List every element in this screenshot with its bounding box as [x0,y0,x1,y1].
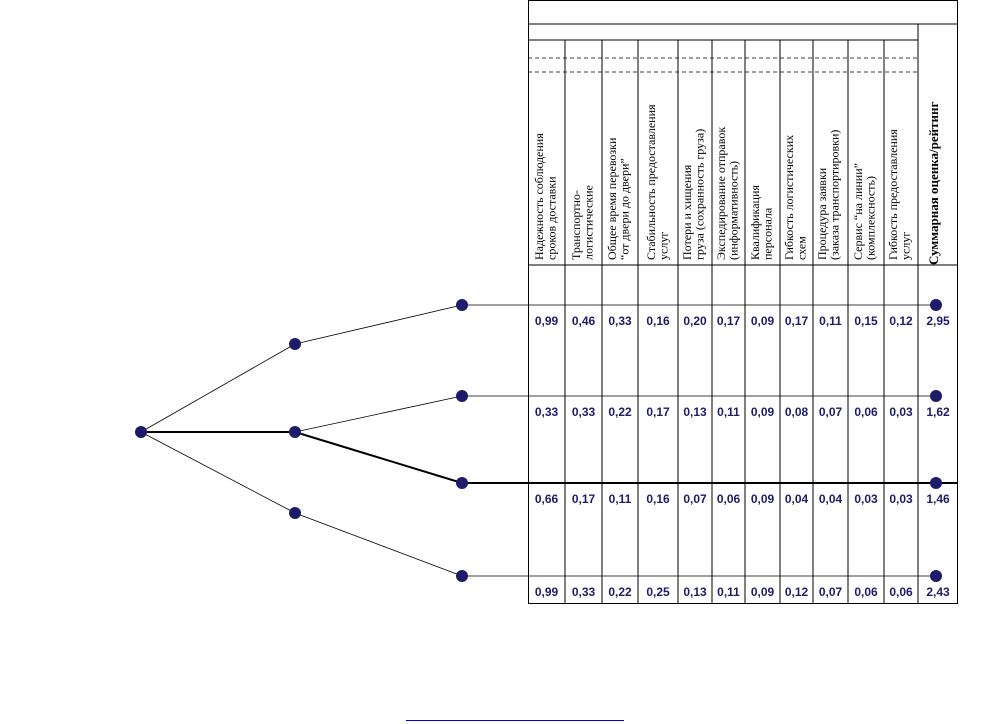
level1-node [289,507,301,519]
criterion-value: 0,99 [534,314,559,328]
result-node [930,390,942,402]
criterion-value: 0,33 [608,314,632,328]
leaf-node [456,570,468,582]
criterion-value: 0,22 [608,585,632,599]
criterion-value: 0,15 [854,314,878,328]
criterion-value: 0,04 [784,492,809,506]
criterion-value: 0,22 [608,405,632,419]
tree-nodes [135,299,942,582]
criterion-value: 0,09 [750,585,775,599]
criterion-value: 0,03 [854,492,878,506]
leaf-node [456,477,468,489]
criterion-value: 0,07 [818,585,843,599]
criterion-value: 0,06 [854,405,878,419]
criterion-value: 0,33 [534,405,559,419]
criterion-header: Потери и хищения груза (сохранность груз… [680,128,707,260]
level1-node [289,338,301,350]
criterion-header: Гибкость предоставления услуг [886,129,913,260]
result-node [930,299,942,311]
criterion-value: 0,11 [717,585,740,599]
criterion-value: 0,13 [683,585,707,599]
criterion-value: 0,16 [646,492,670,506]
result-node [930,477,942,489]
total-rating: 1,62 [926,405,950,419]
leaf-node [456,299,468,311]
criterion-header: Транспортно-логистические [569,185,596,260]
criterion-value: 0,04 [818,492,843,506]
criterion-value: 0,08 [784,405,809,419]
criterion-value: 0,13 [683,405,707,419]
result-node [930,570,942,582]
root-node [135,426,147,438]
criterion-value: 0,17 [716,314,741,328]
criterion-header: Экспедирование отправок (информативность… [714,126,741,260]
criterion-value: 0,33 [571,585,596,599]
criterion-value: 0,25 [646,585,670,599]
criterion-value: 0,11 [717,405,740,419]
tree-branches [140,304,958,577]
criterion-header: Процедура заявки (заказа транспортировки… [815,129,842,260]
total-rating: 2,43 [926,585,950,599]
summary-header: Суммарная оценка/рейтинг [926,101,941,265]
criterion-value: 0,11 [819,314,842,328]
criterion-value: 0,09 [750,314,775,328]
footer-link-underline[interactable] [406,720,624,721]
table-grid [528,0,958,604]
criterion-value: 0,33 [571,405,596,419]
criterion-header: Стабильность предоставления услуг [644,104,671,260]
total-rating: 2,95 [926,314,950,328]
criterion-value: 0,09 [750,405,775,419]
criterion-value: 0,16 [646,314,670,328]
leaf-node [456,390,468,402]
criterion-value: 0,17 [646,405,670,419]
criterion-value: 0,66 [534,492,559,506]
criterion-header: Надежность соблюдения сроков доставки [532,133,559,260]
criterion-value: 0,06 [889,585,913,599]
criterion-header: Гибкость логистических схем [782,134,809,260]
criterion-value: 0,12 [889,314,913,328]
criterion-header: Квалификация персонала [748,185,775,260]
criterion-value: 0,17 [571,492,596,506]
criterion-value: 0,06 [854,585,878,599]
criterion-value: 0,07 [818,405,843,419]
total-rating: 1,46 [926,492,950,506]
criterion-header: Общее время перевозки “от двери до двери… [605,137,632,260]
criterion-value: 0,17 [784,314,809,328]
criterion-value: 0,99 [534,585,559,599]
level1-node [289,426,301,438]
criterion-value: 0,11 [608,492,632,506]
criterion-value: 0,06 [716,492,741,506]
criterion-value: 0,46 [571,314,596,328]
criterion-value: 0,03 [889,405,913,419]
criterion-value: 0,03 [889,492,913,506]
criterion-value: 0,09 [750,492,775,506]
criterion-value: 0,12 [784,585,809,599]
criterion-value: 0,07 [683,492,707,506]
criterion-value: 0,20 [683,314,707,328]
criterion-header: Сервис “на линии” (комплексность) [851,163,878,260]
